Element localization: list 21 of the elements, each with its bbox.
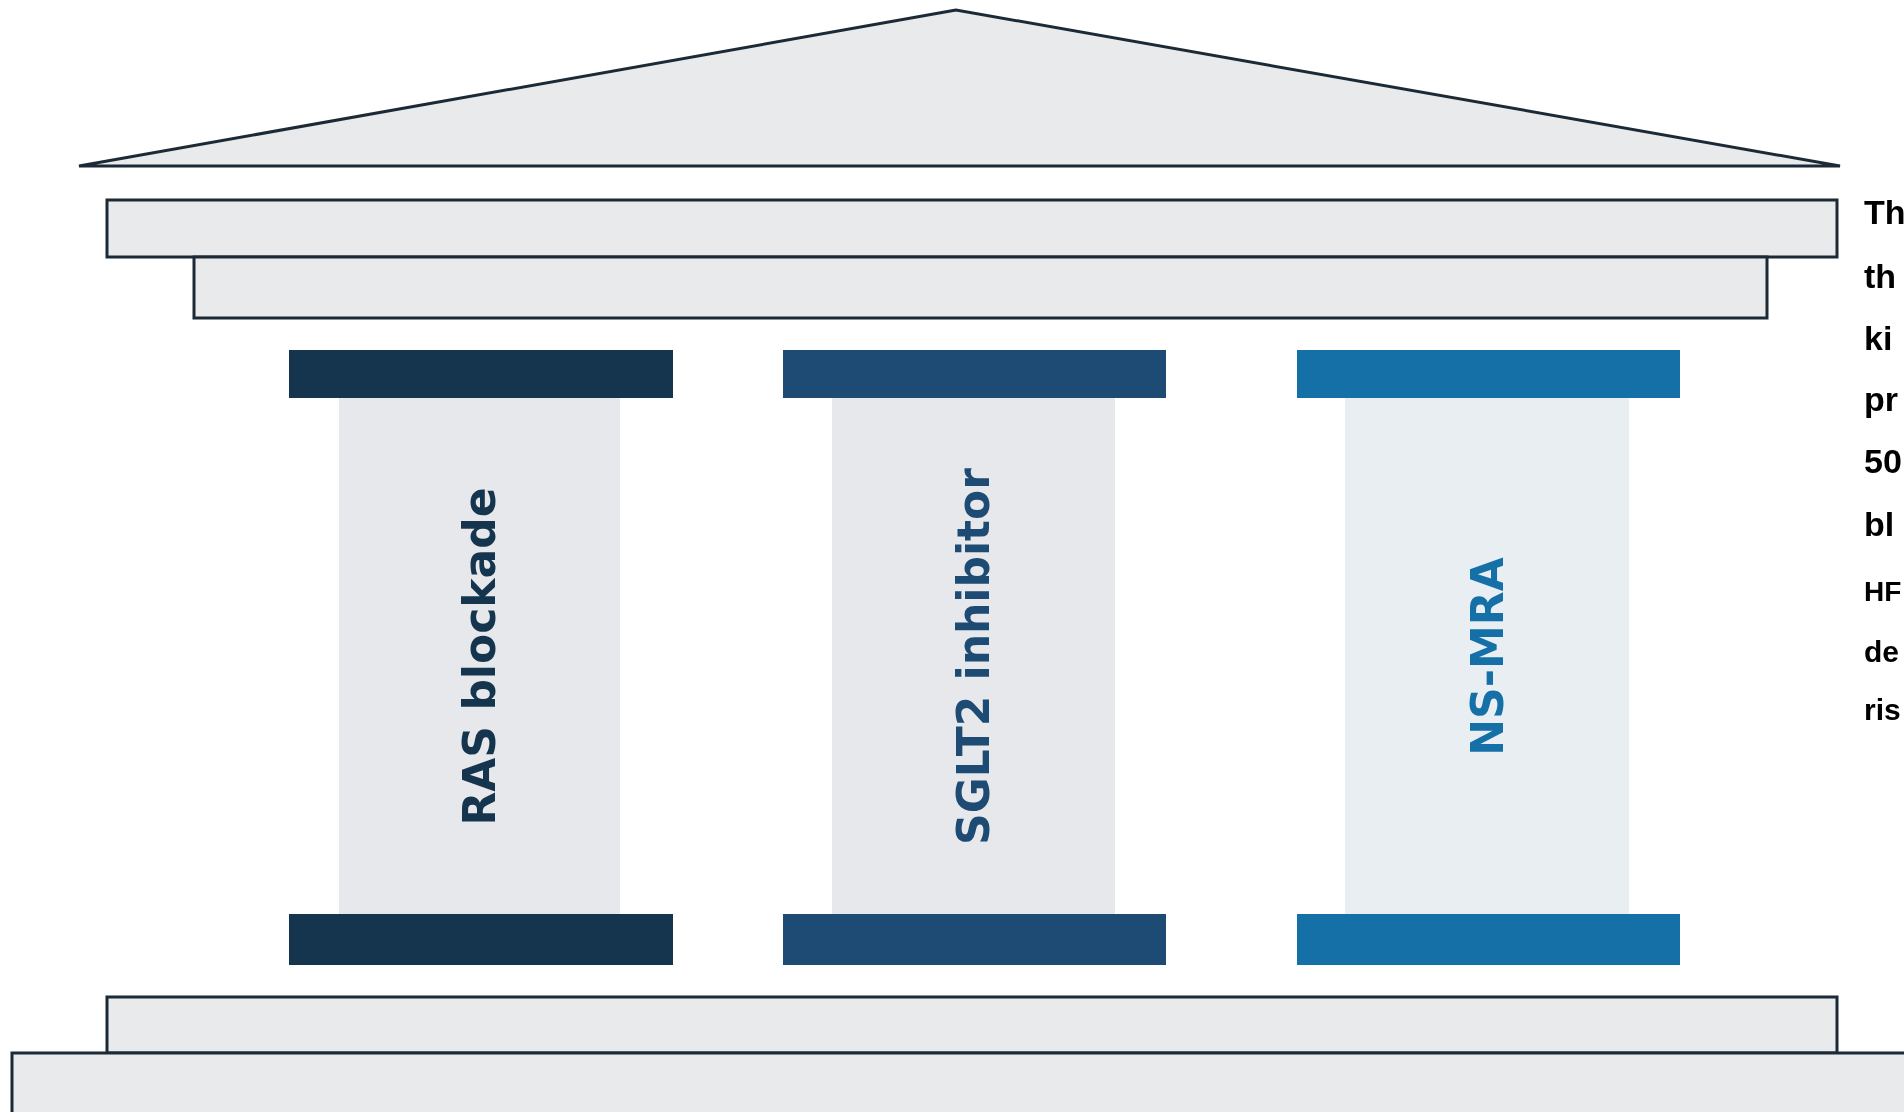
column-base: [1297, 914, 1680, 965]
column-base: [289, 914, 673, 965]
side-note-text: de: [1864, 637, 1899, 667]
side-note-text: pr: [1864, 382, 1898, 416]
side-note-text: ris: [1864, 695, 1901, 725]
pillar-shaft: [1345, 398, 1629, 914]
pillar-label: SGLT2 inhibitor: [948, 467, 999, 845]
column-capital: [783, 350, 1166, 398]
pillar-shaft: [832, 398, 1115, 914]
column-capital: [289, 350, 673, 398]
side-note-text: ki: [1864, 321, 1893, 355]
column-capital: [1297, 350, 1680, 398]
side-note-text: bl: [1864, 507, 1895, 541]
pillar-label: RAS blockade: [454, 486, 505, 826]
side-note-text: th: [1864, 259, 1897, 293]
pillar-shaft: [339, 398, 620, 914]
side-note-text: Th: [1864, 195, 1904, 229]
side-note-text: 50: [1864, 444, 1902, 478]
column-base: [783, 914, 1166, 965]
side-note-text: HF: [1864, 578, 1902, 606]
pillar-label: NS-MRA: [1461, 556, 1513, 756]
